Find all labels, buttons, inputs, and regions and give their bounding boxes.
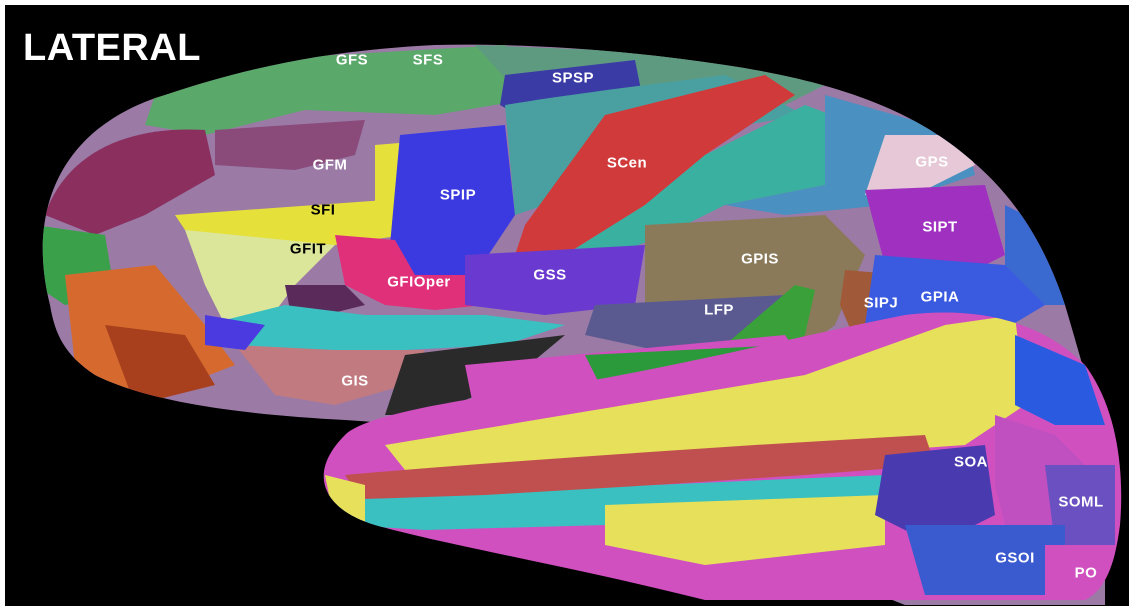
label-gpia: GPIA (921, 289, 960, 306)
label-sfs: SFS (413, 52, 444, 69)
label-sipt: SIPT (922, 219, 957, 236)
brain-figure: LATERAL GFS SFS SPSP GFM SPIP SCen GPS S… (5, 5, 1129, 606)
label-spip: SPIP (440, 187, 476, 204)
label-gsoi: GSOI (995, 550, 1035, 567)
label-spsp: SPSP (552, 70, 594, 87)
label-gfs: GFS (336, 52, 368, 69)
label-po: PO (1075, 565, 1098, 582)
label-soa: SOA (954, 454, 988, 471)
label-gpis: GPIS (741, 251, 779, 268)
label-sfi: SFI (311, 202, 336, 219)
label-lfp: LFP (704, 302, 734, 319)
label-gfm: GFM (313, 157, 348, 174)
label-gfioper: GFIOper (387, 274, 451, 291)
region-temporal-pole (325, 475, 365, 535)
region-gsoi-area (905, 525, 1065, 595)
view-title: LATERAL (23, 27, 201, 70)
label-gis: GIS (341, 373, 368, 390)
label-gfit: GFIT (290, 241, 326, 258)
label-gps: GPS (915, 154, 948, 171)
label-scen: SCen (607, 155, 647, 172)
label-soml: SOML (1058, 494, 1103, 511)
label-sipj: SIPJ (864, 295, 899, 312)
brain-surface-map (5, 5, 1129, 606)
label-gss: GSS (533, 267, 566, 284)
